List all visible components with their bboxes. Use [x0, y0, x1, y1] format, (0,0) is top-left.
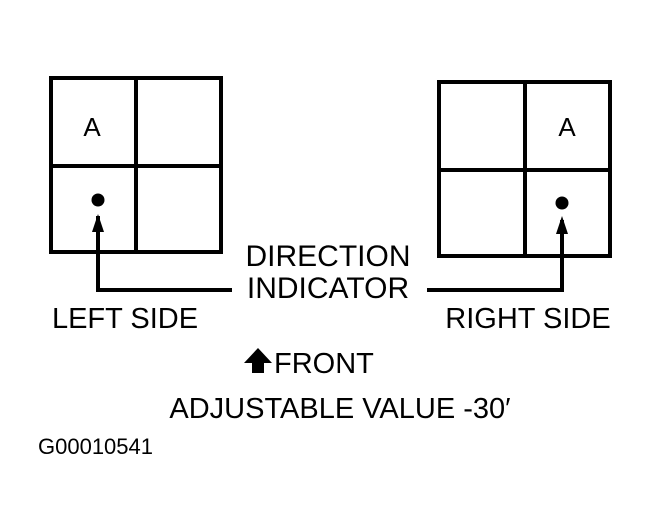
front-up-arrow-icon: [244, 348, 272, 373]
left-side-label: LEFT SIDE: [52, 303, 198, 335]
left-indicator-dot-icon: [91, 193, 105, 207]
right-grid-cell-label: A: [558, 112, 576, 142]
right-grid: A: [437, 80, 612, 258]
direction-indicator-line2: INDICATOR: [247, 272, 409, 305]
left-leader-arrowhead-icon: [92, 214, 104, 232]
direction-indicator-line1: DIRECTION: [246, 240, 411, 273]
adjustable-value-label: ADJUSTABLE VALUE -30′: [169, 393, 510, 425]
direction-indicator-leaders: [92, 214, 568, 292]
right-leader-line: [427, 220, 564, 292]
right-indicator-dot-icon: [555, 196, 569, 210]
figure-code: G00010541: [38, 434, 153, 459]
right-leader-arrowhead-icon: [556, 216, 568, 234]
left-grid: A: [49, 76, 223, 254]
right-side-label: RIGHT SIDE: [445, 303, 610, 335]
left-grid-cell-label: A: [83, 112, 101, 142]
left-leader-line: [96, 216, 232, 292]
front-indicator: FRONT: [244, 348, 374, 380]
front-label: FRONT: [274, 348, 374, 380]
